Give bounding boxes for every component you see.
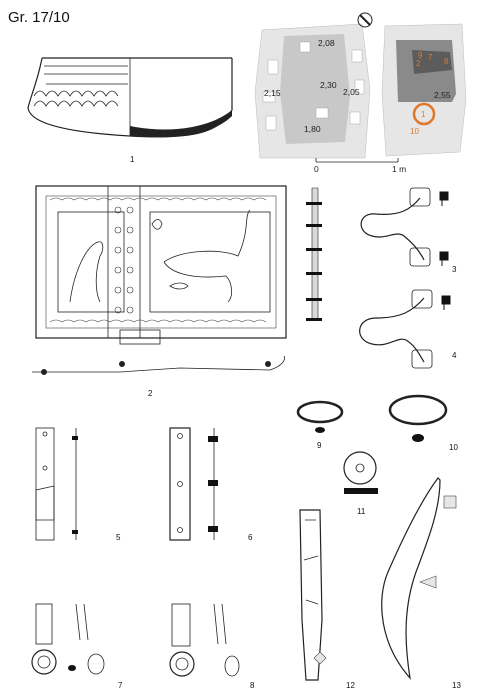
figure-number-2: 2 xyxy=(148,389,153,398)
grave-plan-lower xyxy=(381,23,467,157)
figure-number-12: 12 xyxy=(346,681,355,690)
north-arrow-icon xyxy=(357,12,373,28)
small-ring xyxy=(296,400,344,433)
depth-label-f: 2,55 xyxy=(434,90,451,100)
depth-label-a: 2,08 xyxy=(318,38,335,48)
figure-number-13: 13 xyxy=(452,681,461,690)
find-marker-ring xyxy=(412,102,436,126)
figure-number-6: 6 xyxy=(248,533,253,542)
pot-drawing xyxy=(27,57,233,138)
knife-blade xyxy=(299,509,327,681)
scale-bar xyxy=(315,158,399,163)
figure-number-11: 11 xyxy=(357,507,366,516)
figure-number-7: 7 xyxy=(118,681,123,690)
find-cluster: 9 7 2 8 xyxy=(416,51,449,68)
scale-end: 1 m xyxy=(392,164,406,174)
svg-text:2: 2 xyxy=(416,59,421,68)
belt-plate-profile xyxy=(306,187,322,321)
figure-number-4: 4 xyxy=(452,351,457,360)
belt-hook-lower xyxy=(359,289,451,369)
figure-number-8: 8 xyxy=(250,681,255,690)
plate-title: Gr. 17/10 xyxy=(8,9,70,26)
depth-label-b: 2,30 xyxy=(320,80,337,90)
grave-plan-upper xyxy=(254,23,371,159)
scale-start: 0 xyxy=(314,164,319,174)
strap-end-b xyxy=(169,427,218,541)
figure-number-3: 3 xyxy=(452,265,457,274)
svg-text:7: 7 xyxy=(428,53,433,62)
figure-number-10: 10 xyxy=(449,443,458,452)
figure-number-1: 1 xyxy=(130,155,135,164)
belt-hook-upper xyxy=(360,187,449,267)
ring-buckle-a xyxy=(31,603,105,675)
figure-number-9: 9 xyxy=(317,441,322,450)
ring-buckle-b xyxy=(169,603,240,677)
find-marker-10: 10 xyxy=(410,127,419,136)
svg-text:8: 8 xyxy=(444,57,449,66)
find-marker-1: 1 xyxy=(421,110,426,119)
large-ring xyxy=(388,394,448,442)
belt-plate-drawing xyxy=(32,185,287,375)
strap-end-a xyxy=(35,427,78,541)
figure-number-5: 5 xyxy=(116,533,121,542)
depth-label-c: 2,15 xyxy=(264,88,281,98)
bead-disc xyxy=(343,451,378,494)
curved-blade xyxy=(381,477,457,680)
depth-label-d: 2,05 xyxy=(343,87,360,97)
depth-label-e: 1,80 xyxy=(304,124,321,134)
svg-text:9: 9 xyxy=(418,51,423,60)
